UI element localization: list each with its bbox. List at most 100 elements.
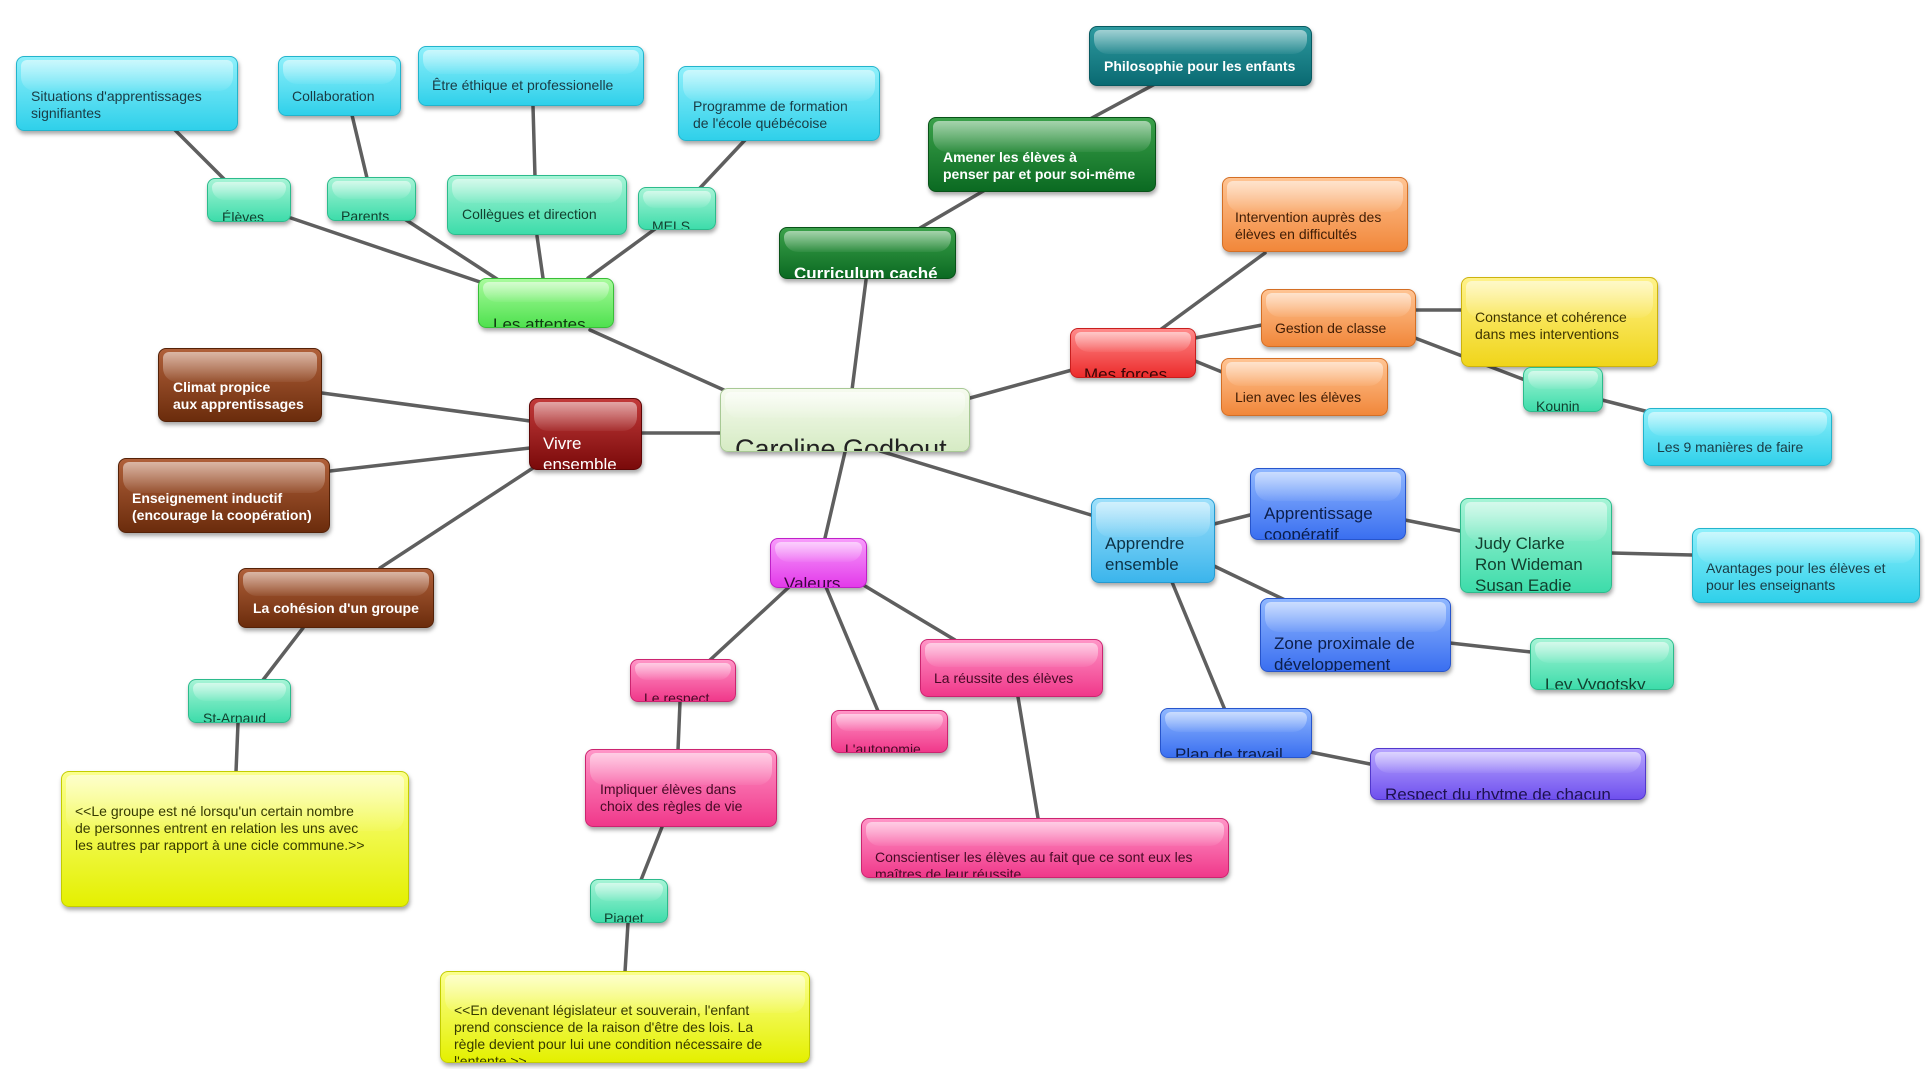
node-mes-forces-label: Mes forces	[1084, 365, 1168, 378]
node-eleves-label: Élèves	[222, 209, 265, 222]
node-constance-coherence-label: Constance et cohérence dans mes interven…	[1475, 309, 1627, 342]
node-lev-vygotsky[interactable]: Lev Vygotsky	[1530, 638, 1674, 690]
link-apprendre-cooperatif	[1212, 513, 1252, 526]
node-valeurs-label: Valeurs	[784, 574, 841, 588]
node-parents-label: Parents	[341, 208, 390, 221]
node-impliquer-eleves-label: Impliquer élèves dans choix des règles d…	[600, 781, 743, 814]
node-reussite-eleves[interactable]: La réussite des élèves	[920, 639, 1103, 697]
link-kounin-manieres	[1600, 398, 1647, 413]
link-piaget-quote	[623, 921, 630, 974]
node-cohesion-groupe[interactable]: La cohésion d'un groupe	[238, 568, 434, 628]
node-collegues-direction-label: Collègues et direction	[462, 206, 597, 222]
link-center-valeurs	[823, 450, 847, 540]
node-piaget[interactable]: Piaget	[590, 879, 668, 923]
node-plan-travail[interactable]: Plan de travail	[1160, 708, 1312, 758]
node-citation-piaget[interactable]: <<En devenant législateur et souverain, …	[440, 971, 810, 1063]
link-vivre-cohesion	[378, 464, 538, 570]
link-plan-rythme	[1308, 750, 1372, 766]
node-parents[interactable]: Parents	[327, 177, 416, 221]
node-mels[interactable]: MELS	[638, 187, 716, 230]
link-eleves-detail	[173, 128, 227, 182]
node-citation-piaget-label: <<En devenant législateur et souverain, …	[454, 1002, 763, 1063]
node-piaget-label: Piaget	[604, 910, 644, 923]
node-respect-rythme[interactable]: Respect du rhytme de chacun	[1370, 748, 1646, 800]
node-philosophie-enfants-label: Philosophie pour les enfants	[1104, 58, 1296, 74]
node-le-respect[interactable]: Le respect	[630, 659, 736, 702]
node-intervention-difficultes-label: Intervention auprès des élèves en diffic…	[1235, 209, 1382, 242]
node-apprentissage-cooperatif-label: Apprentissage coopératif	[1264, 504, 1373, 540]
node-respect-rythme-label: Respect du rhytme de chacun	[1385, 785, 1611, 800]
node-etre-ethique[interactable]: Être éthique et professionelle	[418, 46, 644, 106]
link-forces-intervention	[1158, 251, 1267, 332]
node-lien-eleves[interactable]: Lien avec les élèves	[1221, 358, 1388, 416]
node-autonomie[interactable]: L'autonomie	[831, 710, 948, 753]
node-enseignement-inductif-label: Enseignement inductif (encourage la coop…	[132, 490, 312, 523]
node-avantages[interactable]: Avantages pour les élèves et pour les en…	[1692, 528, 1920, 603]
node-enseignement-inductif[interactable]: Enseignement inductif (encourage la coop…	[118, 458, 330, 533]
node-apprendre-ensemble[interactable]: Apprendre ensemble	[1091, 498, 1215, 583]
node-conscientiser-eleves[interactable]: Conscientiser les élèves au fait que ce …	[861, 818, 1229, 878]
node-neuf-manieres[interactable]: Les 9 manières de faire	[1643, 408, 1832, 466]
link-vivre-climat	[320, 391, 532, 423]
node-intervention-difficultes[interactable]: Intervention auprès des élèves en diffic…	[1222, 177, 1408, 252]
node-st-arnaud[interactable]: St-Arnaud	[188, 679, 291, 723]
node-vivre-ensemble-label: Vivre ensemble	[543, 434, 617, 470]
node-kounin[interactable]: Kounin	[1523, 367, 1603, 412]
node-impliquer-eleves[interactable]: Impliquer élèves dans choix des règles d…	[585, 749, 777, 827]
node-clarke-wideman-eadie-label: Judy Clarke Ron Wideman Susan Eadie	[1475, 534, 1583, 593]
node-valeurs[interactable]: Valeurs	[770, 538, 867, 588]
node-apprentissage-cooperatif[interactable]: Apprentissage coopératif	[1250, 468, 1406, 540]
node-situations-apprentissages[interactable]: Situations d'apprentissages signifiantes	[16, 56, 238, 131]
node-amener-eleves[interactable]: Amener les élèves à penser par et pour s…	[928, 117, 1156, 192]
node-climat-propice[interactable]: Climat propice aux apprentissages	[158, 348, 322, 422]
node-st-arnaud-label: St-Arnaud	[203, 710, 267, 723]
link-apprendre-plan	[1170, 580, 1227, 712]
central-topic-node[interactable]: Caroline Godbout	[720, 388, 970, 452]
link-auteurs-avantages	[1610, 551, 1694, 557]
link-apprendre-zone	[1212, 564, 1287, 602]
link-mels-detail	[698, 138, 747, 190]
node-lien-eleves-label: Lien avec les élèves	[1235, 389, 1362, 405]
link-cooperatif-auteurs	[1403, 518, 1462, 533]
link-valeurs-autonomie	[824, 585, 880, 713]
link-attentes-collegues	[535, 234, 545, 280]
node-zone-proximale-label: Zone proximale de développement	[1274, 634, 1415, 672]
node-etre-ethique-label: Être éthique et professionelle	[432, 77, 614, 93]
node-gestion-classe[interactable]: Gestion de classe	[1261, 289, 1416, 347]
node-vivre-ensemble[interactable]: Vivre ensemble	[529, 398, 642, 470]
node-zone-proximale[interactable]: Zone proximale de développement	[1260, 598, 1451, 672]
node-collaboration-label: Collaboration	[292, 88, 375, 104]
node-les-attentes[interactable]: Les attentes	[478, 278, 614, 328]
node-citation-groupe[interactable]: <<Le groupe est né lorsqu'un certain nom…	[61, 771, 409, 907]
node-mes-forces[interactable]: Mes forces	[1070, 328, 1196, 378]
central-topic-label: Caroline Godbout	[735, 434, 947, 452]
node-collaboration[interactable]: Collaboration	[278, 56, 401, 116]
node-les-attentes-label: Les attentes	[493, 315, 586, 328]
node-amener-eleves-label: Amener les élèves à penser par et pour s…	[943, 149, 1136, 182]
node-lev-vygotsky-label: Lev Vygotsky	[1545, 675, 1646, 690]
node-collegues-direction[interactable]: Collègues et direction	[447, 175, 627, 235]
node-constance-coherence[interactable]: Constance et cohérence dans mes interven…	[1461, 277, 1658, 367]
link-amener-philo	[1088, 82, 1157, 121]
node-citation-groupe-label: <<Le groupe est né lorsqu'un certain nom…	[75, 803, 365, 853]
node-clarke-wideman-eadie[interactable]: Judy Clarke Ron Wideman Susan Eadie	[1460, 498, 1612, 593]
node-cohesion-groupe-label: La cohésion d'un groupe	[253, 600, 419, 616]
node-programme-formation[interactable]: Programme de formation de l'école québéc…	[678, 66, 880, 141]
node-reussite-eleves-label: La réussite des élèves	[934, 670, 1074, 686]
link-reussite-conscientiser	[1016, 695, 1040, 820]
link-forces-lien	[1193, 359, 1224, 374]
node-curriculum-cache-label: Curriculum caché	[794, 264, 938, 279]
node-conscientiser-eleves-label: Conscientiser les élèves au fait que ce …	[875, 849, 1193, 878]
node-autonomie-label: L'autonomie	[845, 741, 921, 753]
node-philosophie-enfants[interactable]: Philosophie pour les enfants	[1089, 26, 1312, 86]
node-avantages-label: Avantages pour les élèves et pour les en…	[1706, 560, 1886, 593]
node-mels-label: MELS	[652, 218, 691, 230]
node-curriculum-cache[interactable]: Curriculum caché	[779, 227, 956, 279]
link-valeurs-respect	[708, 585, 791, 662]
link-vivre-inductif	[328, 446, 532, 473]
node-climat-propice-label: Climat propice aux apprentissages	[173, 379, 304, 412]
link-parents-detail	[350, 113, 369, 180]
link-center-apprendre	[878, 449, 1093, 517]
node-eleves[interactable]: Élèves	[207, 178, 291, 222]
link-attentes-eleves	[283, 214, 482, 284]
